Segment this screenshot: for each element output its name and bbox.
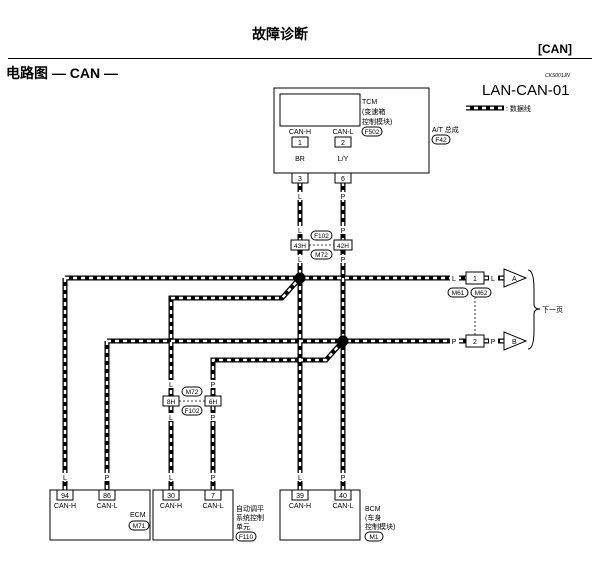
svg-text:P: P	[341, 475, 346, 482]
svg-text:L: L	[298, 257, 302, 264]
joint-mid-conn-1: M72	[186, 389, 199, 396]
joint-top-pin-l: 42H	[337, 243, 349, 250]
ac-name-3: 单元	[236, 522, 250, 531]
svg-text:L: L	[298, 228, 302, 235]
tcm-desc-2: 控制模块)	[362, 117, 392, 126]
tcm-pin-h: 1	[298, 140, 302, 147]
figure-code: CKS001JN	[545, 73, 570, 79]
next-tag-b: B	[512, 339, 517, 346]
ac-pin-l: 7	[211, 493, 215, 500]
svg-text:L: L	[298, 475, 302, 482]
bcm-can-h: CAN-H	[289, 503, 311, 510]
svg-text:P: P	[452, 339, 457, 346]
bcm-connector: M1	[369, 534, 378, 541]
ecm-module: 94 86 CAN-H CAN-L ECM M71	[49, 489, 151, 541]
page-title: 电路图 — CAN —	[6, 65, 118, 81]
next-pin-a: 1	[473, 276, 477, 283]
joint-connector-top: 43H 42H F102 M72	[290, 230, 353, 260]
tcm-pin-l: 2	[341, 140, 345, 147]
bcm-can-l: CAN-L	[332, 503, 353, 510]
ac-name-1: 自动调平	[236, 504, 264, 513]
next-tag-a: A	[512, 276, 517, 283]
svg-text:P: P	[341, 228, 346, 235]
tcm-wire-l: L/Y	[338, 156, 349, 163]
ac-name-2: 系统控制	[236, 513, 264, 522]
svg-text:L: L	[169, 475, 173, 482]
joint-connector-mid: 8H 6H M72 F102	[162, 386, 222, 416]
wire-color-h: L	[298, 194, 302, 201]
wire-color-labels: L P L P L P L P L P L P L P L P L P L	[61, 192, 498, 482]
ecm-pin-h: 94	[61, 493, 69, 500]
at-connector: F42	[435, 137, 447, 144]
bcm-desc-1: (车身	[365, 513, 381, 522]
ecm-pin-l: 86	[103, 493, 111, 500]
bcm-module: 39 40 CAN-H CAN-L BCM (车身 控制模块) M1	[279, 489, 395, 542]
joint-top-pin-h: 43H	[294, 243, 306, 250]
header-title: 故障诊断	[252, 26, 308, 42]
joint-mid-pin-h: 8H	[167, 399, 176, 406]
next-conn-2: M62	[475, 290, 488, 297]
ecm-name: ECM	[130, 512, 146, 519]
header-rule	[8, 58, 592, 59]
next-page-label: 下一页	[542, 306, 563, 314]
auto-level-unit: 30 7 CAN-H CAN-L 自动调平 系统控制 单元 F110	[152, 489, 264, 542]
svg-text:P: P	[491, 339, 496, 346]
bcm-pin-l: 40	[339, 493, 347, 500]
svg-text:P: P	[211, 415, 216, 422]
tcm-joint-pin-h: 3	[298, 176, 302, 183]
svg-text:P: P	[105, 475, 110, 482]
wire-color-l: P	[341, 194, 346, 201]
svg-text:L: L	[491, 276, 495, 283]
diagram-id: LAN-CAN-01	[482, 82, 570, 99]
joint-top-conn-2: M72	[315, 252, 328, 259]
ac-can-l: CAN-L	[202, 503, 223, 510]
next-pin-b: 2	[473, 339, 477, 346]
svg-text:P: P	[211, 475, 216, 482]
splice-can-h	[294, 272, 306, 284]
ac-connector: F110	[239, 534, 254, 541]
ac-can-h: CAN-H	[160, 503, 182, 510]
ecm-can-h: CAN-H	[54, 503, 76, 510]
tcm-desc-1: (变速箱	[362, 107, 385, 116]
tcm-name: TCM	[362, 99, 377, 106]
tcm-can-l-label: CAN-L	[332, 129, 353, 136]
bcm-name: BCM	[365, 506, 381, 513]
tcm-connector: F502	[365, 129, 380, 136]
svg-text:L: L	[169, 415, 173, 422]
svg-text:L: L	[63, 475, 67, 482]
svg-text:P: P	[211, 382, 216, 389]
data-wires	[62, 182, 504, 520]
bcm-desc-2: 控制模块)	[365, 522, 395, 531]
svg-text:L: L	[452, 276, 456, 283]
next-conn-1: M61	[452, 290, 465, 297]
tcm-can-h-label: CAN-H	[289, 129, 311, 136]
ecm-can-l: CAN-L	[96, 503, 117, 510]
legend: : 数据线	[466, 104, 531, 113]
tcm-wire-h: BR	[295, 156, 305, 163]
section-label: [CAN]	[538, 42, 572, 56]
tcm-joint-pin-l: 6	[341, 176, 345, 183]
ac-pin-h: 30	[167, 493, 175, 500]
bcm-pin-h: 39	[296, 493, 304, 500]
legend-label: : 数据线	[506, 104, 531, 113]
joint-mid-pin-l: 6H	[209, 399, 218, 406]
ecm-connector: M71	[133, 523, 146, 530]
svg-text:P: P	[341, 257, 346, 264]
at-label: A/T 总成	[432, 125, 459, 134]
splice-can-l	[337, 335, 349, 347]
svg-text:L: L	[169, 382, 173, 389]
next-page-connectors: 1 2 M61 M62 A B 下一页	[447, 268, 563, 351]
tcm-assembly: TCM (变速箱 控制模块) F502 A/T 总成 F42 CAN-H CAN…	[273, 87, 459, 174]
joint-mid-conn-2: F102	[185, 408, 200, 415]
joint-top-conn-1: F102	[314, 233, 329, 240]
